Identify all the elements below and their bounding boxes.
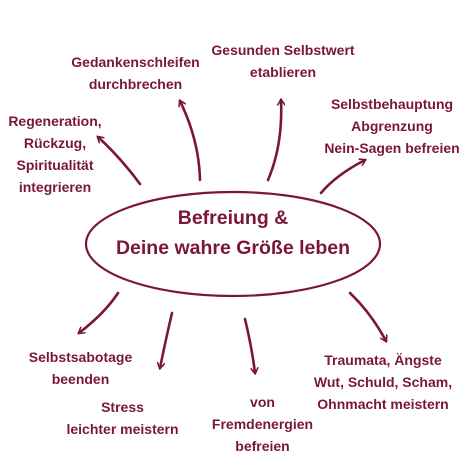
arrow-to-traumata bbox=[348, 291, 386, 341]
center-title-line-2: Deine wahre Größe leben bbox=[115, 237, 351, 259]
arrow-to-fremdenergien bbox=[243, 317, 255, 373]
label-regeneration: Regeneration, Rückzug, Spiritualität int… bbox=[8, 113, 102, 195]
arrow-to-regeneration bbox=[98, 137, 142, 186]
arrow-to-stress bbox=[160, 311, 174, 368]
center-title-line-1: Befreiung & bbox=[177, 207, 289, 229]
label-selbstbehauptung: Selbstbehauptung Abgrenzung Nein-Sagen b… bbox=[324, 96, 460, 156]
label-selbstwert: Gesunden Selbstwert etablieren bbox=[211, 42, 355, 80]
center-title: Befreiung & Deine wahre Größe leben bbox=[88, 203, 378, 263]
label-fremdenergien: von Fremdenergien befreien bbox=[211, 394, 314, 454]
arrow-to-selbstbehauptung bbox=[319, 160, 365, 195]
label-gedankenschleifen: Gedankenschleifen durchbrechen bbox=[71, 54, 200, 92]
label-stress: Stress leichter meistern bbox=[66, 399, 179, 437]
label-traumata: Traumata, Ängste Wut, Schuld, Scham, Ohn… bbox=[313, 352, 453, 412]
arrow-to-gedankenschleifen bbox=[180, 101, 202, 182]
center-ellipse bbox=[84, 190, 382, 298]
arrow-to-selbstwert bbox=[266, 100, 281, 182]
arrow-to-selbstsabotage bbox=[79, 291, 120, 333]
label-selbstsabotage: Selbstsabotage beenden bbox=[28, 349, 133, 387]
